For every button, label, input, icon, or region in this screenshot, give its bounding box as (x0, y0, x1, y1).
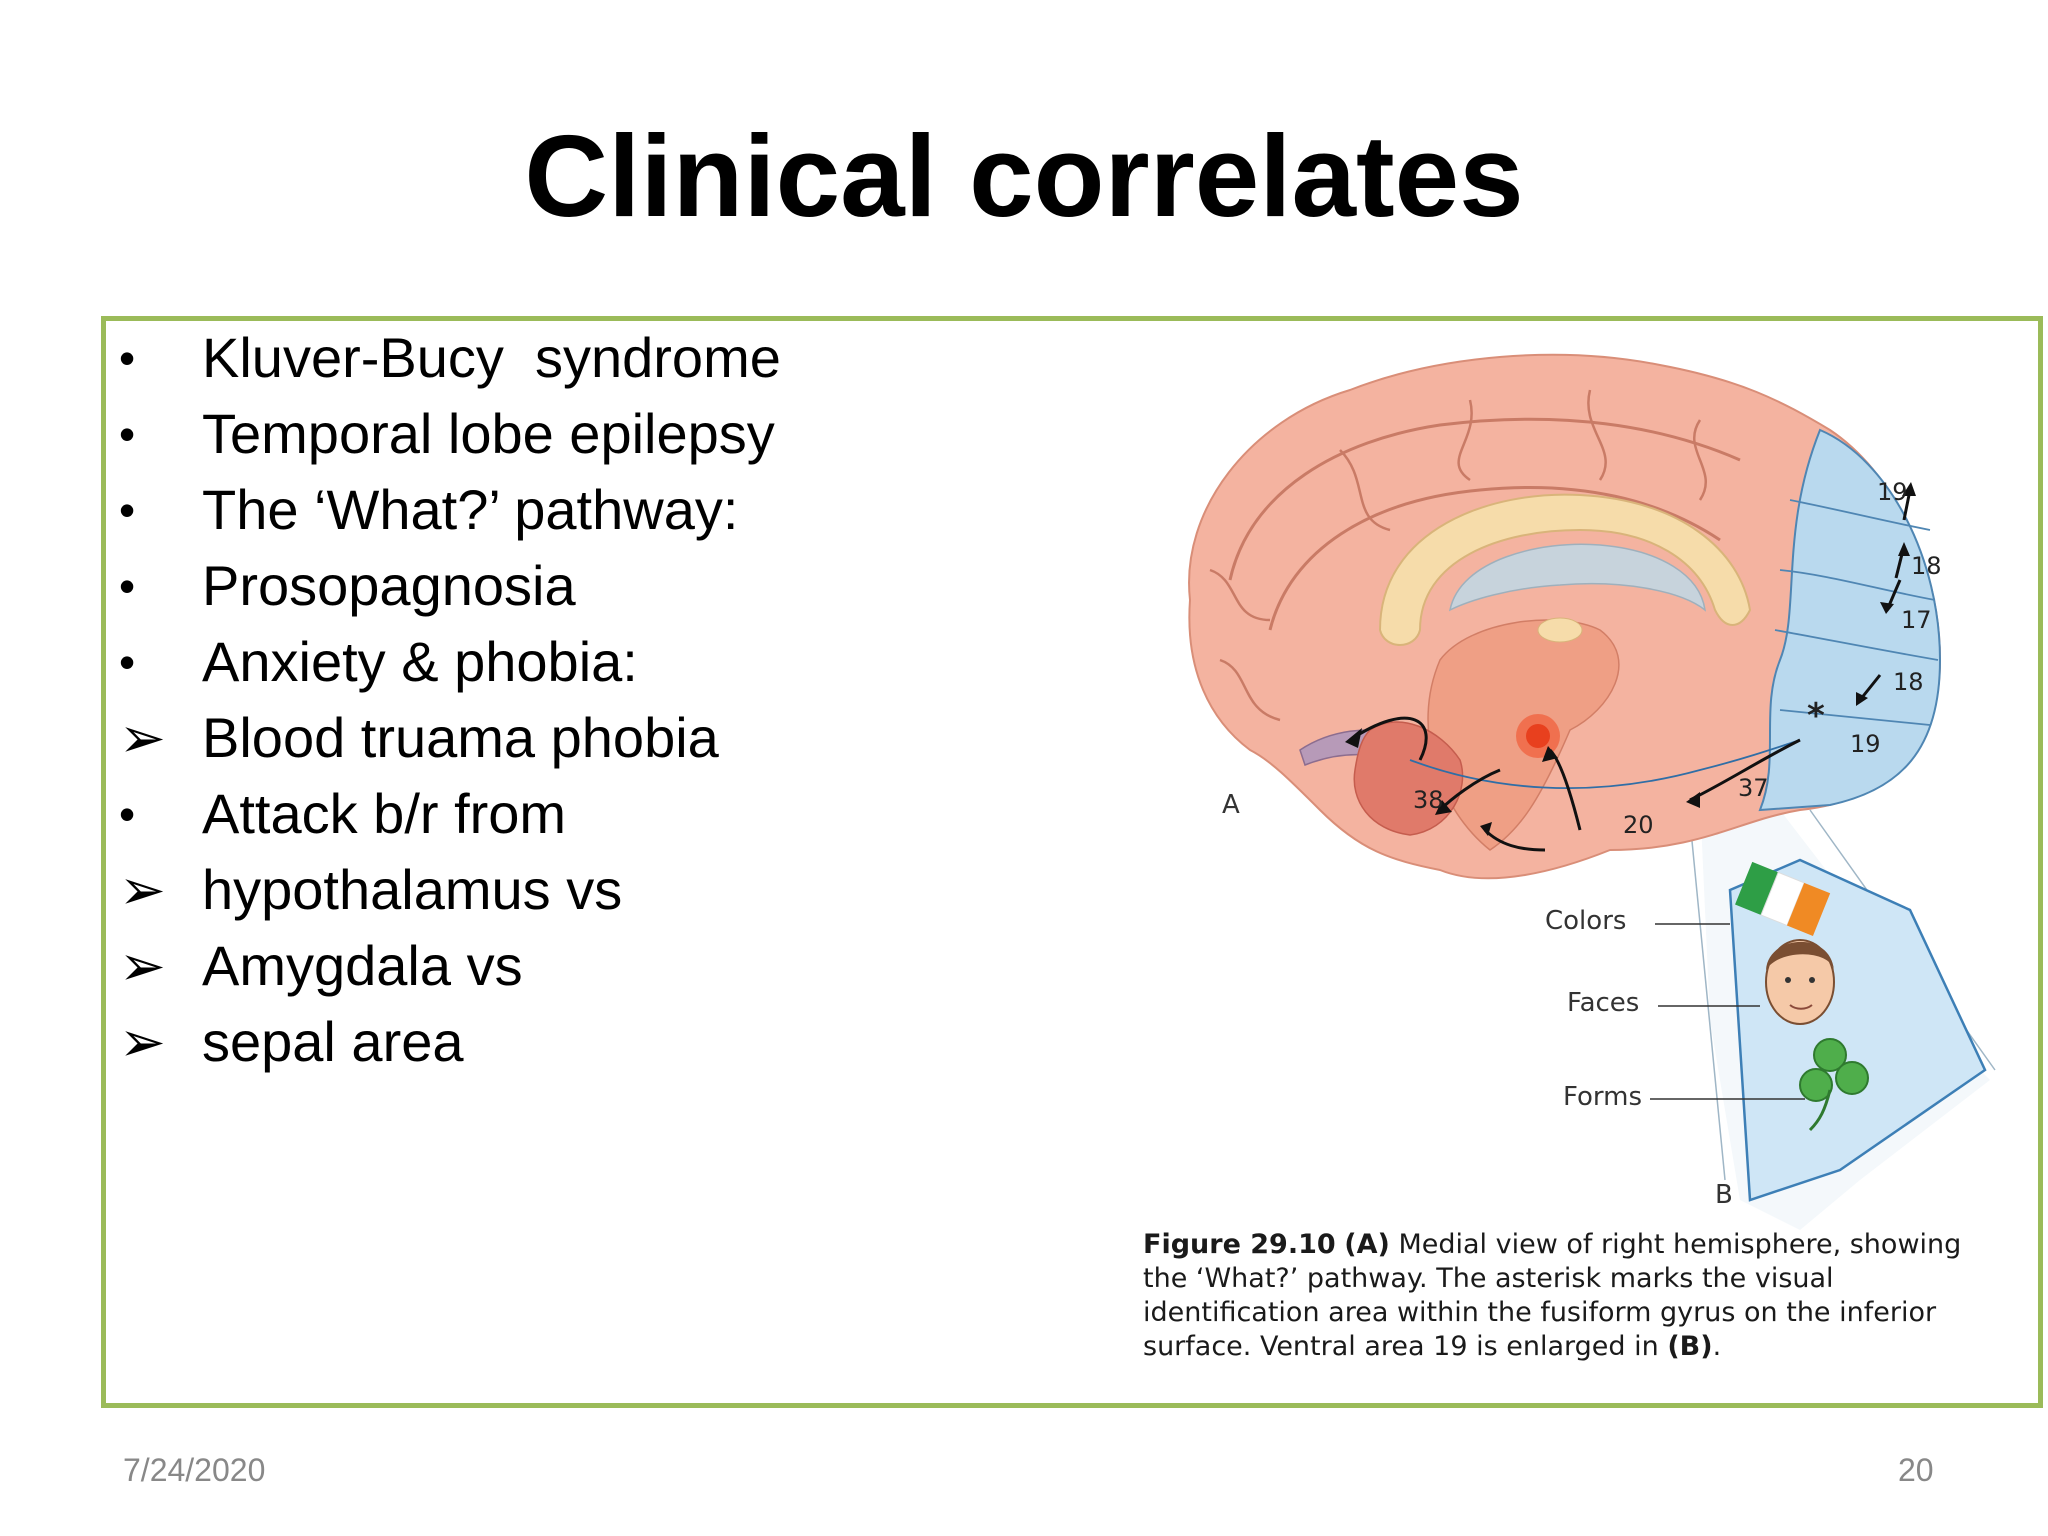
asterisk-marker: * (1807, 696, 1825, 736)
funnel-line-left (1687, 799, 1726, 1181)
list-item-text: The ‘What?’ pathway: (202, 478, 739, 541)
area-label: 19 (1850, 730, 1881, 758)
forms-label: Forms (1563, 1082, 1643, 1112)
shamrock-icon (1799, 1038, 1869, 1132)
bullet-icon: • (119, 408, 136, 460)
flag-icon (1735, 861, 1831, 936)
fornix (1537, 617, 1583, 643)
arrow-heads (1345, 482, 1916, 836)
lateral-ventricle (1448, 543, 1707, 612)
list-item-text: Blood truama phobia (202, 706, 719, 769)
arrow-bullet-icon: ➢ (119, 1010, 166, 1073)
brain-figure: A B 19 18 17 18 19 37 38 20 * Colors Fac… (1140, 330, 2000, 1410)
slide-title: Clinical correlates (524, 111, 1524, 241)
gyrus-fold (1228, 417, 1741, 581)
faces-label: Faces (1567, 988, 1640, 1018)
list-item-text: Attack b/r from (202, 782, 567, 845)
corpus-callosum (1378, 493, 1752, 646)
area-label: 18 (1893, 668, 1924, 696)
list-item-text: Temporal lobe epilepsy (202, 402, 775, 465)
visual-area-boundary (1774, 499, 1939, 726)
arrow-bullet-icon: ➢ (119, 706, 166, 769)
fusiform-boundary (1409, 739, 1801, 789)
area-label: 38 (1413, 786, 1444, 814)
arrow-bullet-icon: ➢ (119, 934, 166, 997)
bullet-icon: • (119, 560, 136, 612)
colors-label: Colors (1545, 906, 1627, 936)
area-label: 19 (1877, 478, 1908, 506)
bullet-icon: • (119, 484, 136, 536)
list-item-text: Prosopagnosia (202, 554, 576, 617)
caption-panel-b-ref: (B) (1667, 1331, 1713, 1362)
list-item-text: Anxiety & phobia: (202, 630, 638, 693)
visual-cortex (1758, 428, 1942, 812)
panel-a-label: A (1222, 790, 1240, 820)
bullet-icon: • (119, 788, 136, 840)
arrow-bullet-icon: ➢ (119, 858, 166, 921)
face-icon (1765, 939, 1835, 1025)
list-item-text: Kluver-Bucy syndrome (202, 326, 781, 389)
caption-panel-a-ref: (A) (1344, 1229, 1390, 1260)
gyrus-fold (1209, 568, 1281, 722)
area-label: 18 (1911, 552, 1942, 580)
gyrus-fold (1339, 389, 1707, 532)
bullet-icon: • (119, 332, 136, 384)
amygdala-marker-core (1526, 724, 1550, 748)
area-label: 20 (1623, 811, 1654, 839)
area-label: 17 (1901, 606, 1932, 634)
panel-b-label: B (1715, 1180, 1733, 1210)
content-frame (101, 316, 2043, 1408)
area-label: 37 (1738, 774, 1769, 802)
caption-figure-number: Figure 29.10 (1143, 1229, 1336, 1260)
brain-illustration (1188, 353, 1996, 1230)
list-item-text: hypothalamus vs (202, 858, 623, 921)
caption-text: Medial view of right hemisphere, showing… (1143, 1229, 1962, 1362)
figure-caption: Figure 29.10 (A) Medial view of right he… (1143, 1228, 1983, 1364)
caption-end: . (1712, 1331, 1722, 1362)
gyrus-fold (1268, 485, 1721, 631)
list-item-text: Amygdala vs (202, 934, 523, 997)
slide-number: 20 (1898, 1452, 1934, 1488)
footer-date: 7/24/2020 (123, 1452, 266, 1488)
list-item-text: sepal area (202, 1010, 464, 1073)
bullet-icon: • (119, 636, 136, 688)
temporal-pole (1353, 721, 1464, 836)
